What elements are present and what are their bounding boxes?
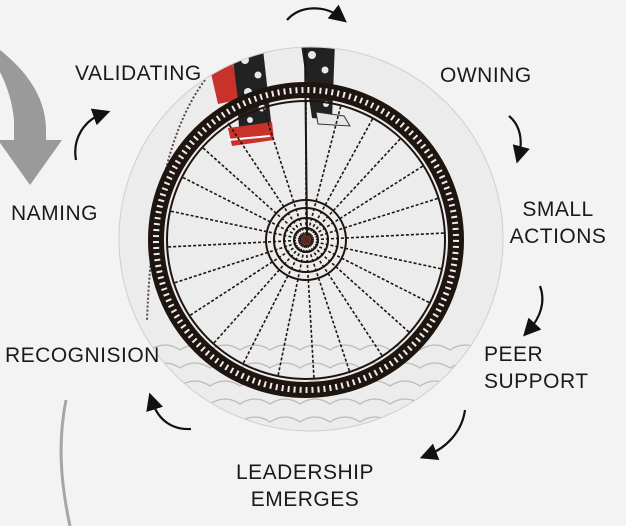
stage-label-peer-support: PEER SUPPORT [484,343,589,393]
stage-label-validating: VALIDATING [75,62,202,85]
arrow-peer-to-leadership-icon [419,409,467,461]
big-grey-arrow-icon [0,50,62,185]
stage-label-leadership-emerges-line1: LEADERSHIP [235,461,375,484]
stage-label-leadership-emerges-line2: EMERGES [250,488,360,511]
stage-label-small-actions-line1: SMALL [522,198,594,221]
arrow-leadership-to-recognision-icon [146,392,192,431]
wheel-border [118,46,504,432]
stage-label-small-actions: SMALL ACTIONS [508,196,608,250]
stage-label-leadership-emerges: LEADERSHIP EMERGES [230,459,380,513]
stage-label-recognision: RECOGNISION [5,344,160,367]
cycle-arrows [74,4,544,461]
stage-label-naming: NAMING [11,202,98,225]
arrow-top-icon [286,4,347,23]
arrow-naming-to-validating-icon [74,108,111,161]
arrow-small-to-peer-icon [523,285,544,337]
stage-label-owning: OWNING [440,64,532,87]
wheel-illustration [119,47,503,431]
grey-sweep-line [59,399,72,526]
stage-label-small-actions-line2: ACTIONS [509,225,607,248]
arrow-owning-to-small-icon [508,115,530,164]
